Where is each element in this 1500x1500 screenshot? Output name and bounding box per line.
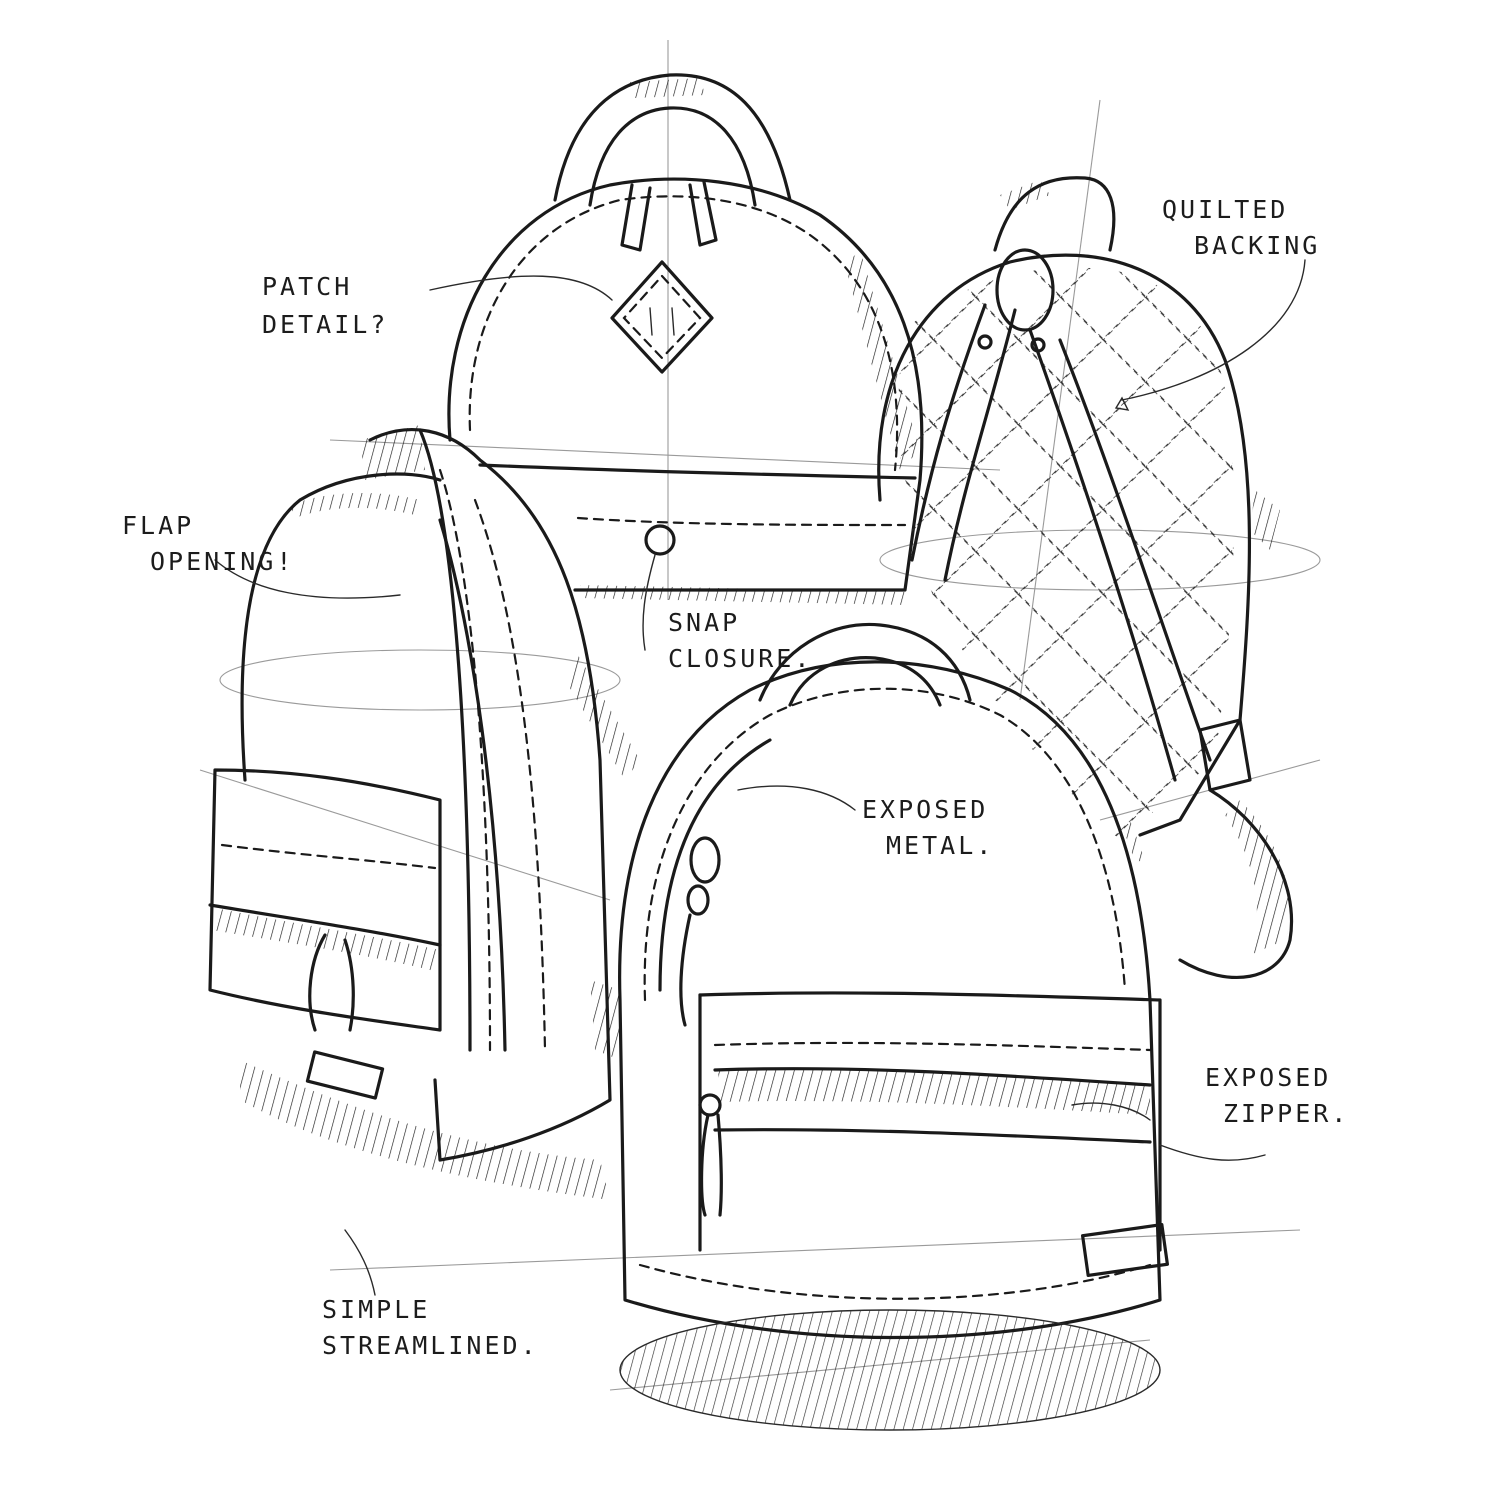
annotation-simple-line2: STREAMLINED. [322, 1331, 539, 1360]
annotation-zipper-line2: ZIPPER. [1223, 1099, 1350, 1128]
annotation-quilted-line2: BACKING [1194, 231, 1321, 260]
backpack-right-quilted [877, 176, 1293, 980]
annotation-quilted-backing: QUILTED BACKING [1162, 192, 1320, 264]
annotation-flap-opening: FLAP OPENING! [122, 508, 294, 580]
backpack-center-rear [447, 73, 924, 605]
annotation-snap-line2: CLOSURE. [668, 644, 813, 673]
annotation-leaders [214, 259, 1306, 1296]
annotation-simple-line1: SIMPLE [322, 1295, 431, 1324]
annotation-exposed-metal: EXPOSED METAL. [862, 792, 994, 864]
annotation-snap-closure: SNAP CLOSURE. [668, 605, 812, 677]
annotation-quilted-line1: QUILTED [1162, 195, 1289, 224]
annotation-patch-detail: PATCH DETAIL? [262, 268, 442, 344]
annotation-snap-line1: SNAP [668, 608, 741, 637]
backpack-left-side [208, 425, 640, 1200]
annotation-exposed-zipper: EXPOSED ZIPPER. [1205, 1060, 1349, 1132]
annotation-zipper-line1: EXPOSED [1205, 1063, 1332, 1092]
annotation-patch-detail-text: PATCH DETAIL? [262, 272, 389, 339]
backpack-front [590, 622, 1169, 1431]
annotation-flap-line1: FLAP [122, 511, 195, 540]
annotation-simple-streamlined: SIMPLE STREAMLINED. [322, 1292, 539, 1364]
annotation-flap-line2: OPENING! [150, 547, 295, 576]
annotation-metal-line2: METAL. [886, 831, 995, 860]
annotation-metal-line1: EXPOSED [862, 795, 989, 824]
